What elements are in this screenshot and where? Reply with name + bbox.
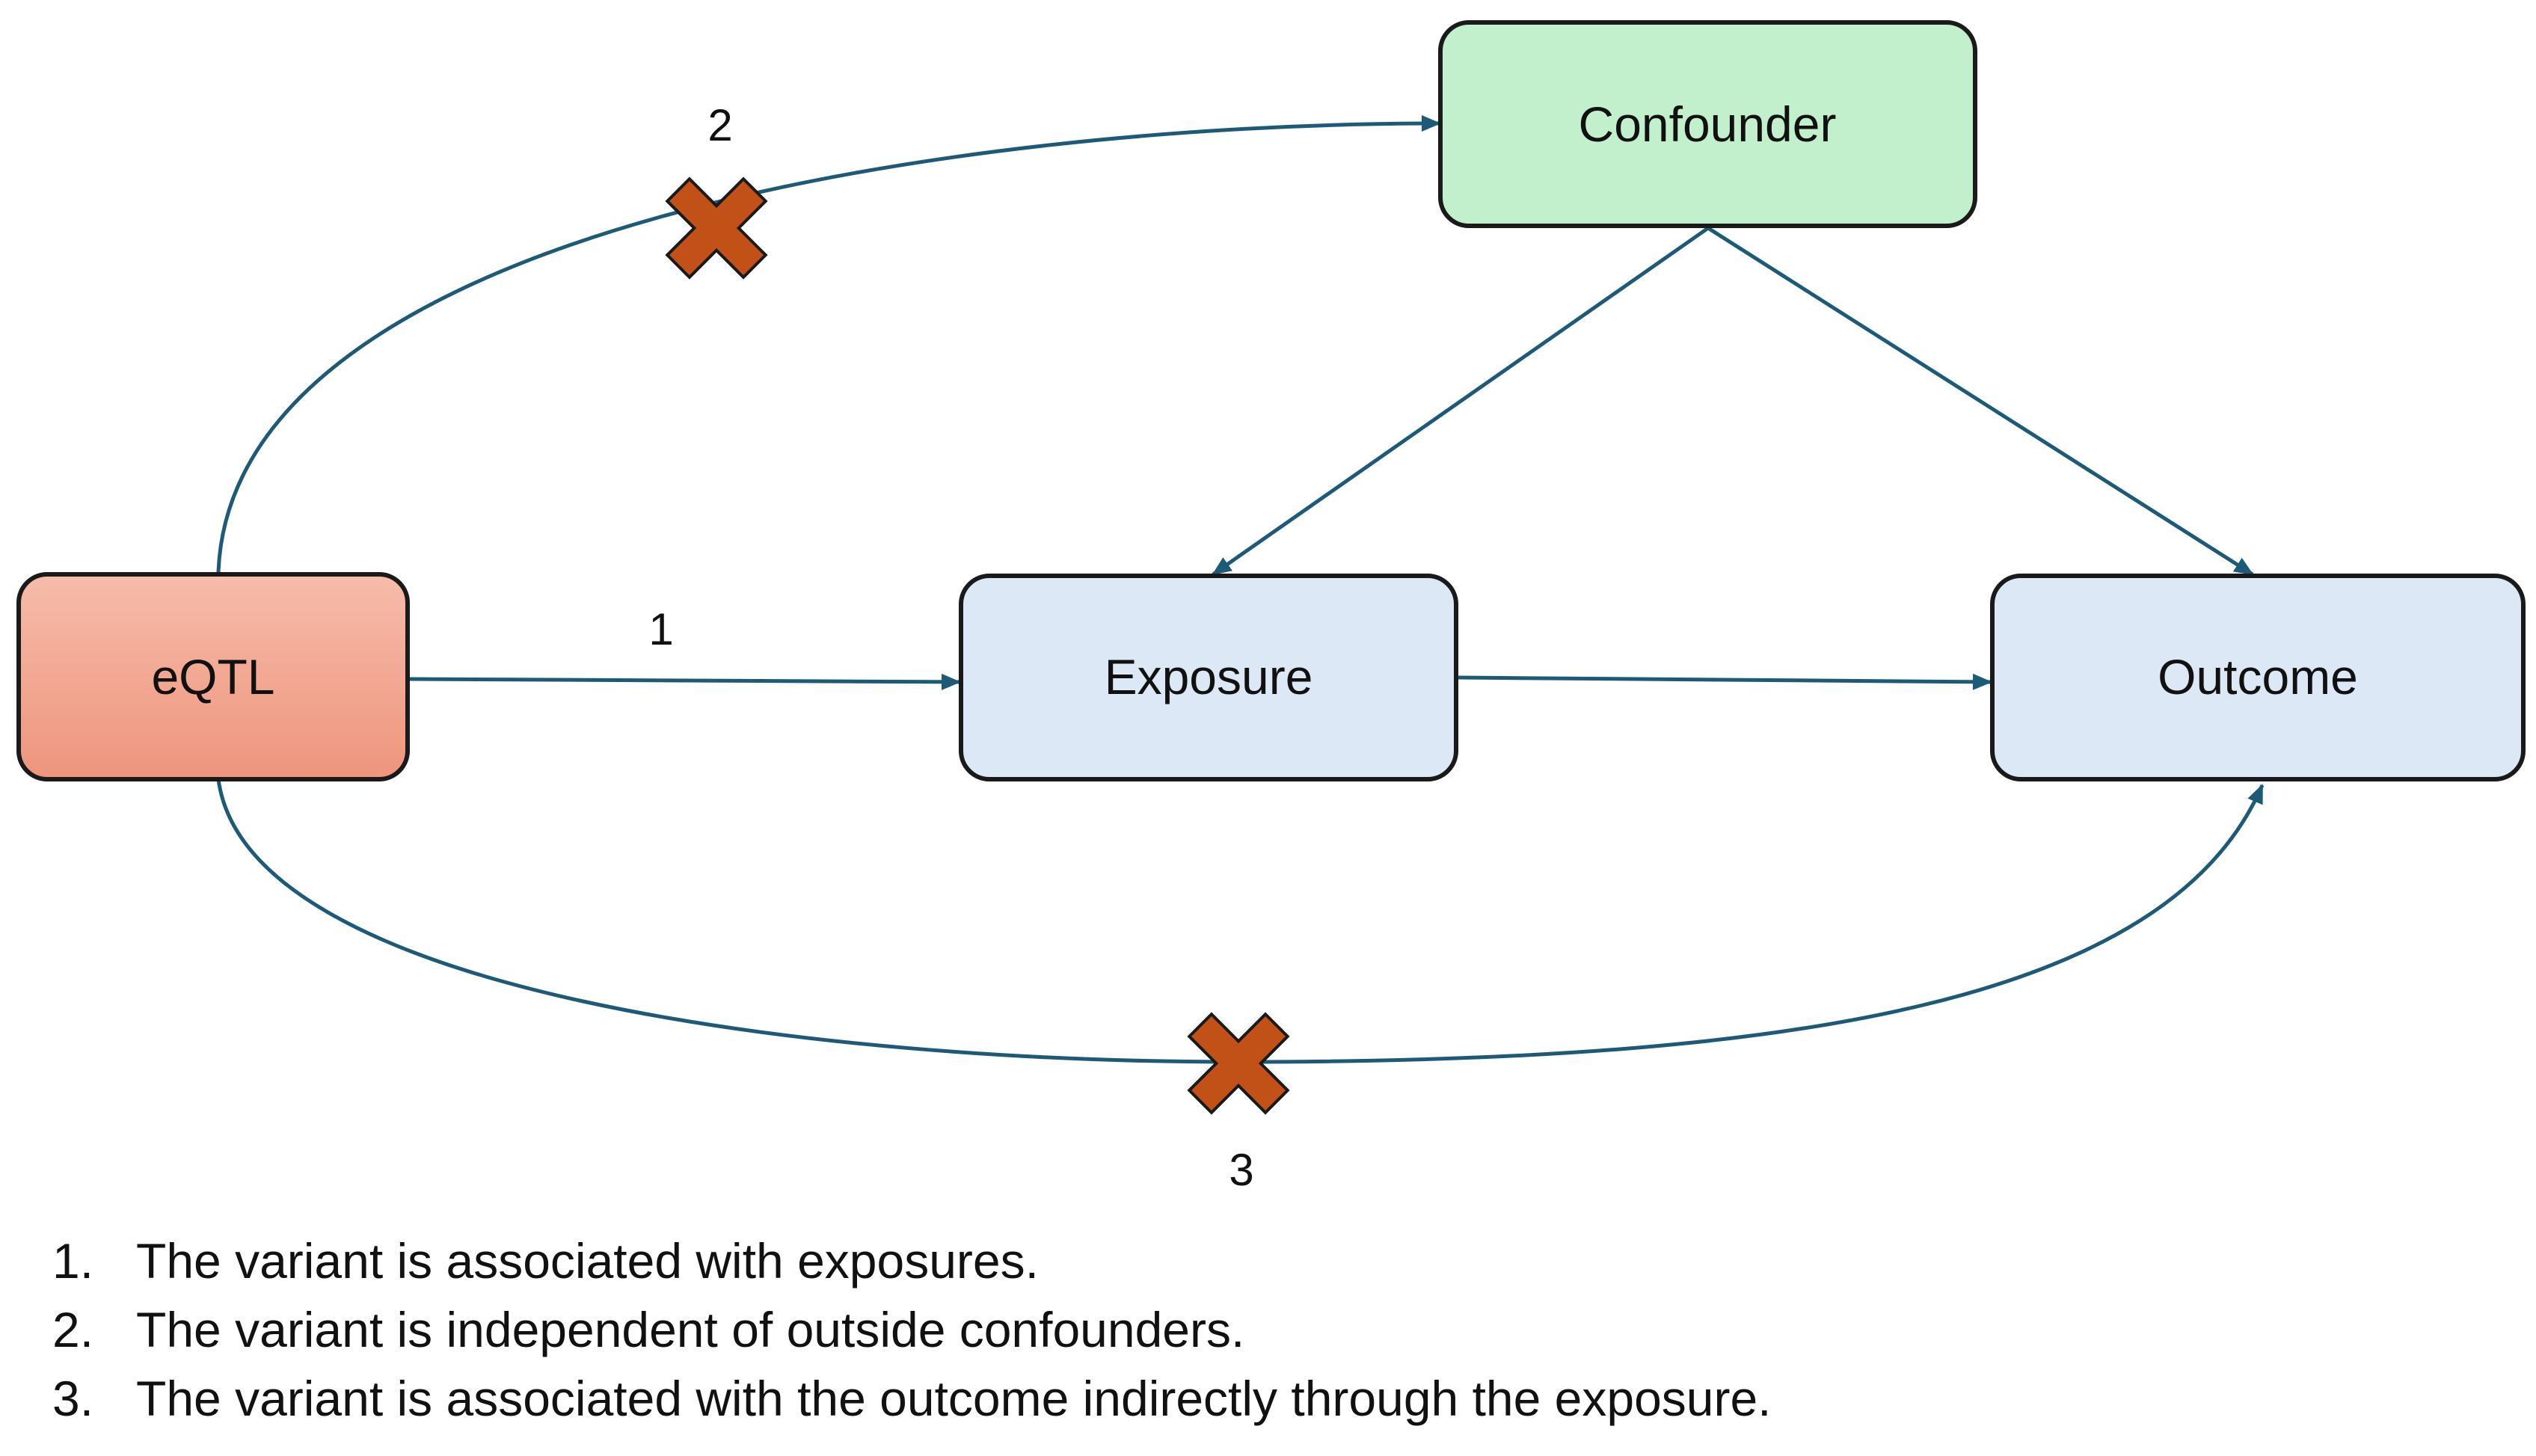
node-eqtl-label: eQTL: [151, 649, 274, 704]
node-eqtl: eQTL: [16, 572, 410, 781]
assumption-text: The variant is associated with the outco…: [136, 1371, 1772, 1426]
node-confounder-label: Confounder: [1579, 96, 1837, 152]
node-outcome: Outcome: [1990, 574, 2526, 781]
assumption-number: 2.: [52, 1302, 94, 1357]
assumption-text: The variant is independent of outside co…: [136, 1302, 1245, 1357]
edge-confounder-exposure: [1212, 226, 1710, 577]
node-exposure: Exposure: [959, 574, 1458, 781]
edge-label-2: 2: [707, 100, 732, 150]
edge-confounder-outcome: [1707, 226, 2254, 577]
edge-path-3: [216, 778, 2265, 1064]
assumption-item: 1. The variant is associated with exposur…: [52, 1226, 1772, 1295]
node-confounder: Confounder: [1438, 20, 1977, 228]
assumptions-list: 1. The variant is associated with exposur…: [52, 1226, 1772, 1433]
cross-icon: [1187, 1012, 1290, 1115]
assumption-number: 1.: [52, 1233, 94, 1288]
assumption-item: 2. The variant is independent of outside …: [52, 1295, 1772, 1364]
node-exposure-label: Exposure: [1105, 649, 1313, 704]
node-outcome-label: Outcome: [2158, 649, 2358, 704]
assumption-text: The variant is associated with exposures…: [136, 1233, 1039, 1288]
cross-icon: [665, 176, 768, 280]
assumption-number: 3.: [52, 1371, 94, 1426]
edge-label-1: 1: [648, 604, 673, 654]
assumption-item: 3. The variant is associated with the out…: [52, 1364, 1772, 1433]
edge-label-3: 3: [1229, 1145, 1253, 1195]
edge-path-2: [216, 115, 1441, 573]
edge-path-1: [409, 673, 961, 690]
edge-exposure-outcome: [1458, 673, 1992, 690]
